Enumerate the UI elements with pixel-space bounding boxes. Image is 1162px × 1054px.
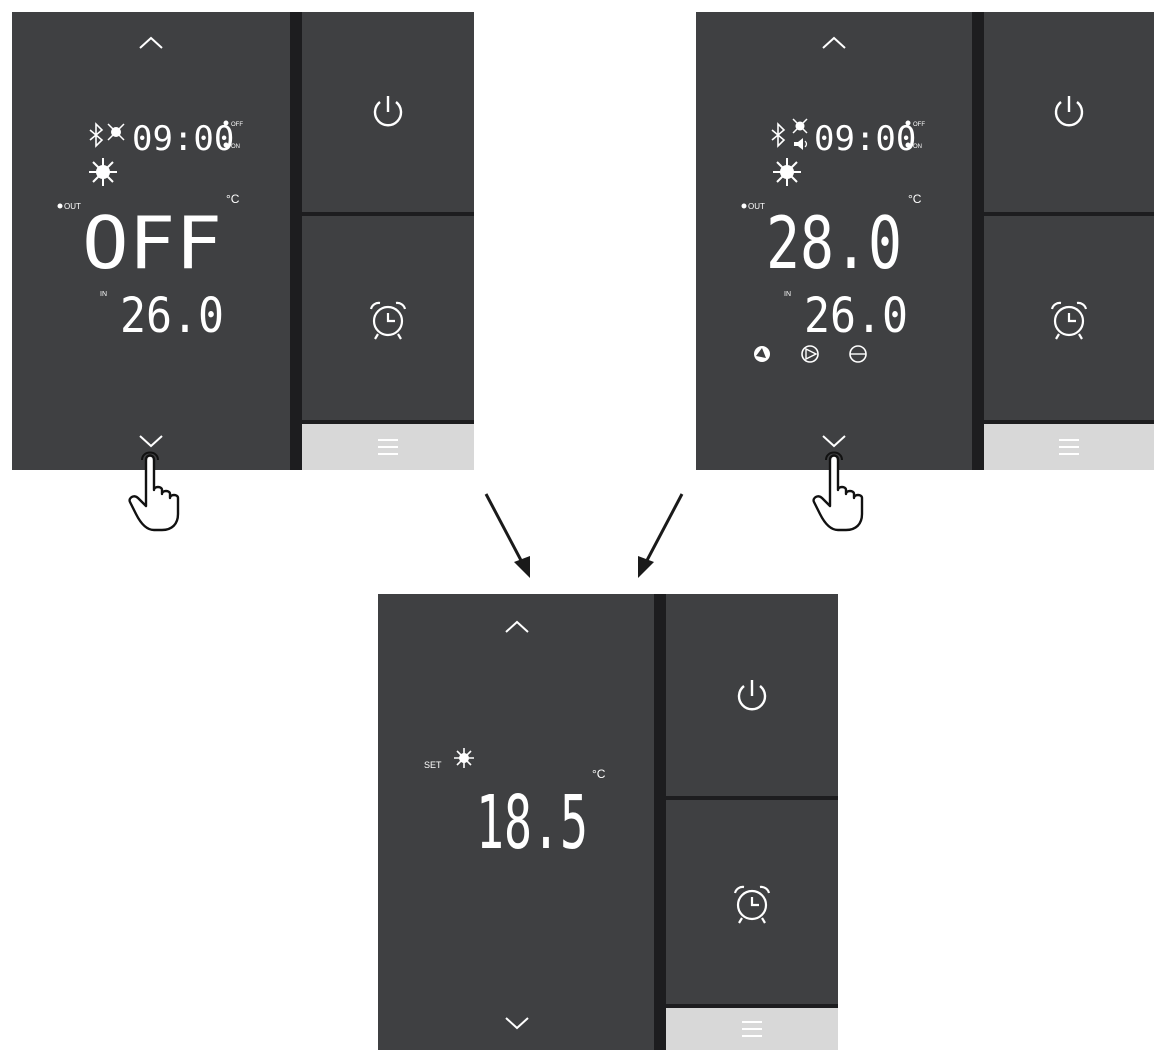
arrow-left-to-set: [484, 493, 530, 578]
alarm-clock-icon: [1050, 301, 1088, 340]
unit-label: °C: [226, 192, 240, 206]
power-icon: [737, 680, 767, 711]
in-label: IN: [784, 291, 791, 298]
chevron-down-icon: [505, 1017, 529, 1030]
outdoor-value: OFF: [82, 201, 222, 285]
pump-icon: [801, 345, 819, 363]
clock-on-label: ON: [913, 144, 922, 150]
bluetooth-icon: [89, 122, 104, 148]
power-button[interactable]: [984, 12, 1154, 212]
display-screen: [378, 594, 654, 1050]
clock-on-label: ON: [231, 144, 240, 150]
unit-label: °C: [592, 767, 606, 781]
outdoor-value: 28.0: [766, 201, 902, 285]
button-gap: [302, 420, 474, 424]
menu-icon: [378, 439, 398, 455]
display-content: 09:00 OFF ON OUT °C OFF IN 26.0: [57, 36, 243, 448]
thermostat-panel-set: SET °C 18.5: [378, 594, 838, 1050]
sun-icon: [773, 158, 801, 186]
unit-label: °C: [908, 192, 922, 206]
in-label: IN: [100, 291, 107, 298]
panel-divider: [654, 594, 666, 1050]
bluetooth-icon: [771, 122, 786, 148]
clock-off-label: OFF: [231, 122, 243, 128]
out-label: OUT: [748, 202, 765, 211]
chevron-down-icon: [822, 435, 846, 448]
thermostat-panel-off: 09:00 OFF ON OUT °C OFF IN 26.0: [12, 12, 474, 470]
chevron-up-icon: [505, 620, 529, 633]
up-arrow-button[interactable]: [822, 36, 846, 49]
arrow-right-to-set: [638, 493, 684, 578]
clock-off-label: OFF: [913, 122, 925, 128]
set-temperature-value: 18.5: [476, 780, 588, 866]
power-button[interactable]: [302, 12, 474, 212]
hand-pointer-icon: [128, 451, 180, 532]
menu-icon: [742, 1021, 762, 1037]
timer-button[interactable]: [302, 216, 474, 420]
clock-display: 09:00: [814, 119, 916, 159]
up-arrow-button[interactable]: [139, 36, 163, 49]
out-label: OUT: [64, 202, 81, 211]
clock-display: 09:00: [132, 119, 234, 159]
display-screen: [696, 12, 972, 470]
down-arrow-button[interactable]: [822, 435, 846, 448]
alarm-clock-icon: [369, 301, 407, 340]
menu-button[interactable]: [984, 424, 1154, 470]
down-arrow-button[interactable]: [139, 435, 163, 448]
thermostat-panel-running: 09:00 OFF ON OUT °C 28.0 IN 26.0: [696, 12, 1154, 470]
button-gap: [984, 420, 1154, 424]
up-arrow-button[interactable]: [505, 620, 529, 633]
timer-button[interactable]: [984, 216, 1154, 420]
menu-button[interactable]: [302, 424, 474, 470]
speaker-icon: [794, 138, 808, 150]
power-icon: [1054, 96, 1084, 127]
menu-button[interactable]: [666, 1008, 838, 1050]
chevron-down-icon: [139, 435, 163, 448]
button-gap: [984, 212, 1154, 216]
clock-mode-icon: [792, 118, 808, 134]
indoor-value: 26.0: [804, 288, 908, 344]
display-content: SET °C 18.5: [424, 620, 606, 1030]
down-arrow-button[interactable]: [505, 1017, 529, 1030]
panel-divider: [972, 12, 984, 470]
clock-mode-icon: [107, 123, 125, 141]
display-content: 09:00 OFF ON OUT °C 28.0 IN 26.0: [741, 36, 925, 448]
button-gap: [666, 1004, 838, 1008]
button-gap: [302, 212, 474, 216]
button-gap: [666, 796, 838, 800]
power-icon: [373, 96, 403, 127]
timer-button[interactable]: [666, 800, 838, 1004]
alarm-clock-icon: [733, 885, 771, 924]
sun-icon: [89, 158, 117, 186]
menu-icon: [1059, 439, 1079, 455]
hand-pointer-icon: [812, 451, 864, 532]
chevron-up-icon: [822, 36, 846, 49]
fan-icon: [754, 346, 770, 362]
chevron-up-icon: [139, 36, 163, 49]
display-screen: [12, 12, 290, 470]
indoor-value: 26.0: [120, 288, 224, 344]
power-button[interactable]: [666, 594, 838, 796]
panel-divider: [290, 12, 302, 470]
compressor-icon: [849, 345, 867, 363]
set-label: SET: [424, 760, 442, 770]
sun-icon: [454, 748, 474, 768]
